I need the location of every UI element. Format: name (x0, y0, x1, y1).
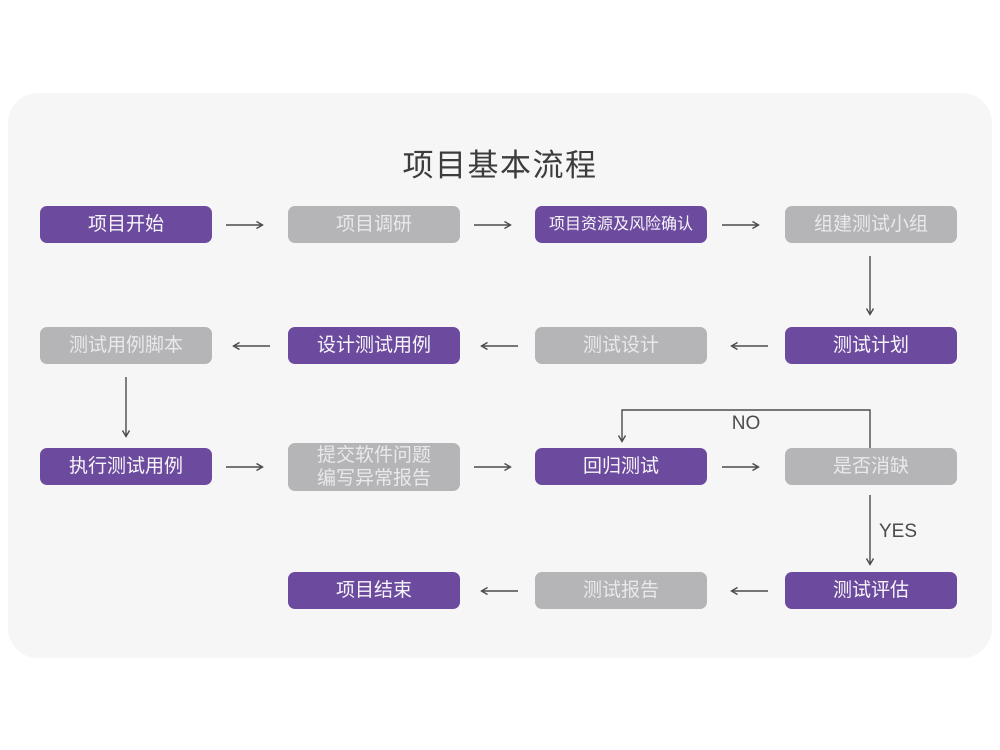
node-design-test-cases: 设计测试用例 (288, 327, 460, 364)
diagram-title: 项目基本流程 (402, 148, 598, 183)
node-resource-risk-confirm: 项目资源及风险确认 (535, 206, 707, 243)
node-test-design: 测试设计 (535, 327, 707, 364)
node-project-research: 项目调研 (288, 206, 460, 243)
node-test-case-script: 测试用例脚本 (40, 327, 212, 364)
node-test-evaluation: 测试评估 (785, 572, 957, 609)
node-defect-resolved: 是否消缺 (785, 448, 957, 485)
node-regression-test: 回归测试 (535, 448, 707, 485)
node-test-plan: 测试计划 (785, 327, 957, 364)
branch-label-yes: YES (879, 521, 918, 542)
node-execute-test-cases: 执行测试用例 (40, 448, 212, 485)
branch-label-no: NO (731, 413, 761, 434)
node-form-test-team: 组建测试小组 (785, 206, 957, 243)
node-project-start: 项目开始 (40, 206, 212, 243)
node-test-report: 测试报告 (535, 572, 707, 609)
node-project-end: 项目结束 (288, 572, 460, 609)
node-submit-issue-report: 提交软件问题 编写异常报告 (288, 443, 460, 491)
flowchart-panel (8, 93, 992, 658)
